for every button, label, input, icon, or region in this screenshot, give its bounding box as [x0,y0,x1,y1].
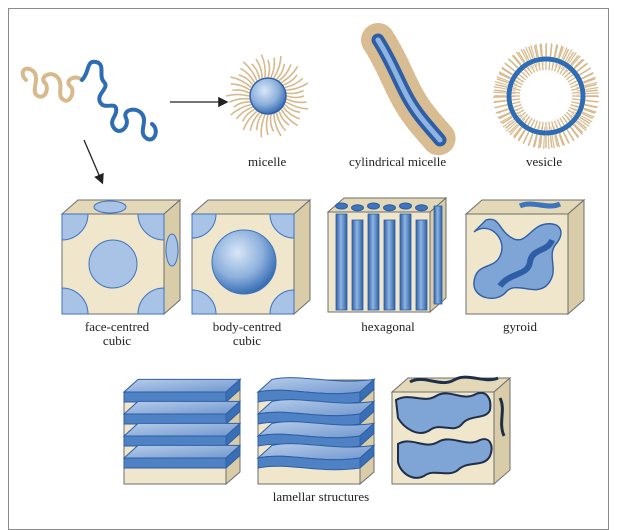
label-lamellar-structures: lamellar structures [256,490,386,504]
diagram-canvas: micelle cylindrical micelle vesicle face… [0,0,619,510]
corona-chain [268,60,269,77]
corona-chain [261,115,265,138]
corona-chain [287,96,304,97]
corona-chain [271,57,274,77]
label-micelle: micelle [248,155,286,169]
label-bcc-line2: cubic [207,334,287,348]
corona-chain [226,95,249,96]
corona-chain [243,111,257,130]
diagram-svg [0,0,619,510]
micelle-icon [226,55,308,138]
label-gyroid: gyroid [490,320,550,334]
fcc-cube-icon [62,200,180,314]
label-fcc-line2: cubic [77,334,157,348]
label-vesicle: vesicle [526,155,562,169]
corona-chain [267,115,268,135]
cylindrical-micelle-icon [378,40,440,140]
hexagonal-cube-icon [328,198,446,312]
corona-chain [232,90,249,93]
lamellar-perforated-icon [392,377,510,484]
corona-chain [287,99,307,102]
arrow-down-icon [84,140,102,182]
corona-chain [287,90,304,93]
corona-chain [271,115,274,132]
bcc-cube-icon [192,200,310,314]
lamellar-wavy-icon [258,378,374,484]
label-bcc-line1: body-centred [207,320,287,334]
vesicle-icon [494,44,598,148]
lamellar-flat-icon [124,379,240,484]
label-hexagonal: hexagonal [348,320,428,334]
diblock-copolymer-icon [23,62,156,140]
label-cylindrical-micelle: cylindrical micelle [349,155,446,169]
gyroid-cube-icon [466,200,584,314]
label-fcc-line1: face-centred [77,320,157,334]
